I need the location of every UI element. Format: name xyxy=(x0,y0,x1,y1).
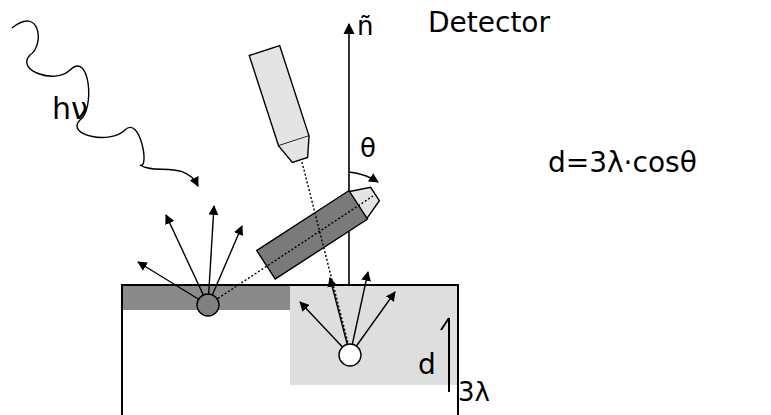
upper-detector xyxy=(249,46,315,165)
depth-bar xyxy=(448,318,450,392)
sight-line xyxy=(208,196,373,305)
angle-arc xyxy=(349,172,378,182)
photon-label: hν xyxy=(52,92,88,125)
surface-normal xyxy=(348,24,350,285)
depth-value: 3λ xyxy=(458,378,490,407)
detector xyxy=(257,180,385,279)
normal-label: ñ xyxy=(357,12,373,41)
light-region xyxy=(290,285,458,385)
formula-label: d=3λ·cosθ xyxy=(548,148,697,179)
angle-label: θ xyxy=(360,134,376,163)
depth-label: d xyxy=(418,350,436,381)
depth-slant xyxy=(441,318,449,330)
photon-wave xyxy=(12,21,198,186)
sight-line xyxy=(302,162,348,343)
surface-atom xyxy=(197,294,219,316)
sample-block xyxy=(122,285,458,415)
bulk-atom xyxy=(339,344,361,366)
bulk-emission xyxy=(300,272,395,355)
detector-label: Detector xyxy=(428,8,550,39)
surface-emission xyxy=(138,206,242,305)
